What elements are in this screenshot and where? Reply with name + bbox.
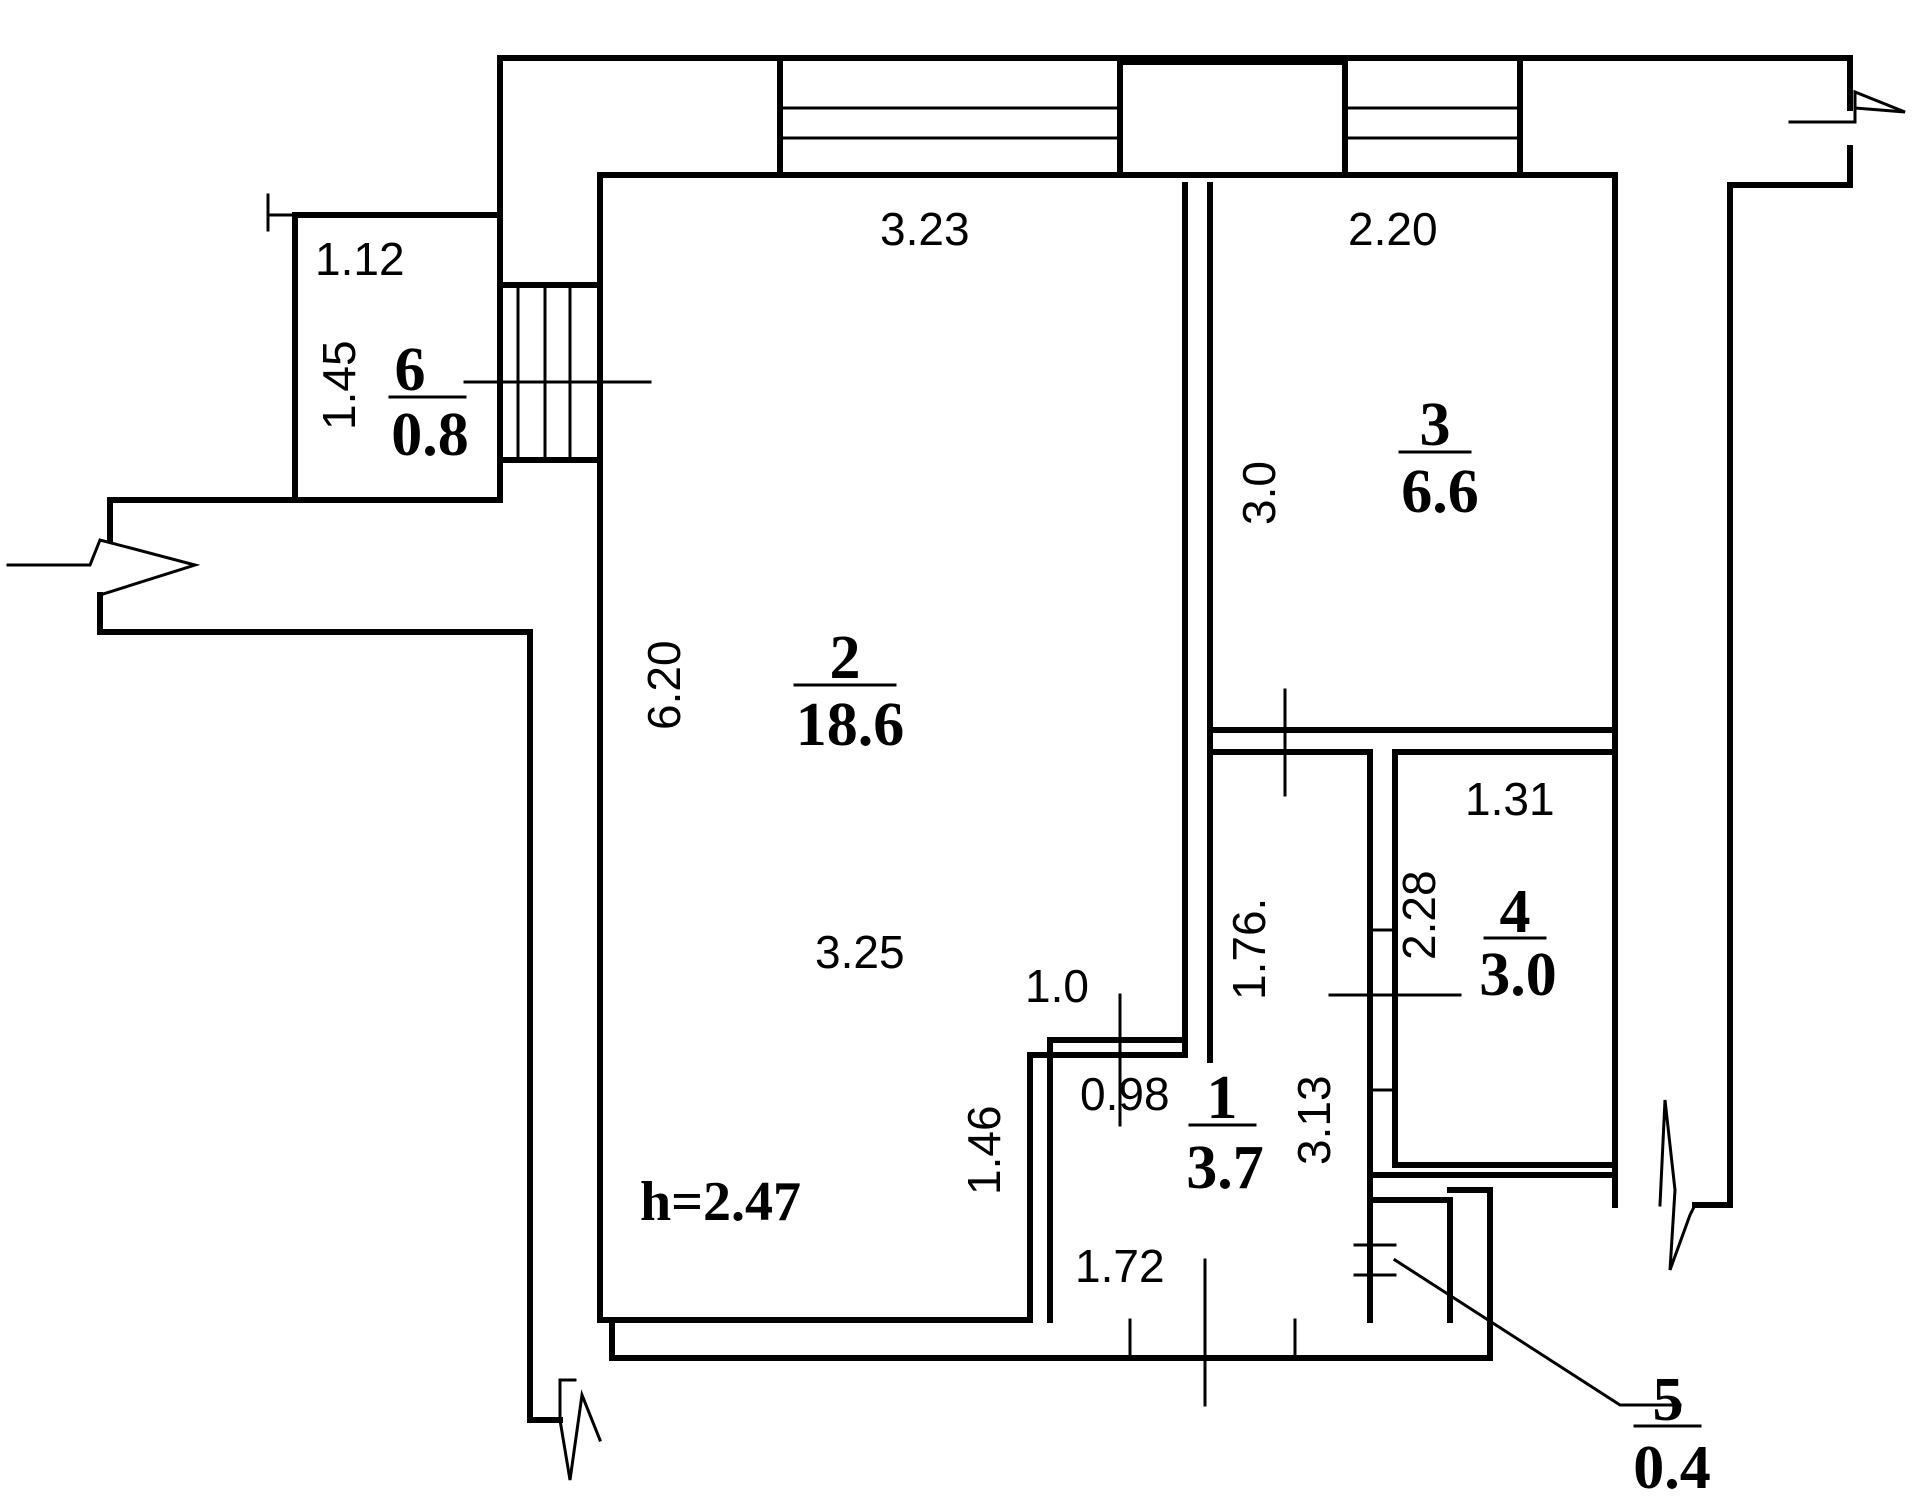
room-area: 6.6 bbox=[1401, 458, 1479, 526]
dim-balcony-left: 1.45 bbox=[313, 340, 365, 430]
room-label-3: 3 6.6 bbox=[1398, 391, 1479, 526]
room-area: 3.0 bbox=[1479, 941, 1557, 1009]
room-number: 4 bbox=[1500, 878, 1531, 946]
room-number: 5 bbox=[1653, 1366, 1684, 1434]
dim-room1-d: 3.13 bbox=[1288, 1075, 1340, 1165]
dim-room3-left: 3.0 bbox=[1233, 461, 1285, 525]
inner-wall-west bbox=[609, 1187, 1493, 1361]
balcony-door bbox=[497, 282, 603, 463]
balcony-tick bbox=[266, 193, 297, 232]
room5-leader bbox=[1392, 1257, 1682, 1407]
window-north-1 bbox=[777, 55, 1123, 178]
room5-door-marks bbox=[1353, 1243, 1397, 1277]
outer-wall-north bbox=[497, 55, 1853, 1208]
entry-door bbox=[1128, 1318, 1297, 1360]
room-number: 2 bbox=[830, 624, 861, 692]
dim-room1-e: 1.46 bbox=[958, 1105, 1010, 1195]
dim-room1-f: 1.72 bbox=[1075, 1240, 1165, 1292]
dim-room2-top: 3.23 bbox=[880, 203, 970, 255]
ceiling-height: h=2.47 bbox=[640, 1171, 801, 1233]
room-label-2: 2 18.6 bbox=[793, 624, 905, 759]
dim-room1-a: 1.0 bbox=[1025, 960, 1089, 1012]
break-symbol-right bbox=[1788, 89, 1906, 124]
dim-room3-top: 2.20 bbox=[1348, 203, 1438, 255]
break-symbol-bottom-right bbox=[1658, 1099, 1698, 1271]
partition-room3-room4 bbox=[1207, 727, 1618, 1178]
window-north-2 bbox=[1342, 55, 1523, 178]
dim-balcony-top: 1.12 bbox=[315, 233, 405, 285]
room-area: 0.8 bbox=[391, 401, 469, 469]
room-label-6: 6 0.8 bbox=[388, 336, 469, 469]
dim-room1-b: 0.98 bbox=[1080, 1068, 1170, 1120]
room-number: 3 bbox=[1420, 391, 1451, 459]
outer-wall-west bbox=[97, 172, 1033, 1423]
dim-room2-bottom: 3.25 bbox=[815, 926, 905, 978]
room-label-1: 1 3.7 bbox=[1186, 1064, 1264, 1202]
room-label-4: 4 3.0 bbox=[1479, 878, 1557, 1009]
room1-walls bbox=[1047, 1037, 1188, 1323]
dim-room2-left: 6.20 bbox=[638, 640, 690, 730]
room-area: 0.4 bbox=[1633, 1434, 1711, 1502]
break-symbol-bottom-left bbox=[558, 1378, 602, 1481]
room-label-5: 5 0.4 bbox=[1633, 1366, 1711, 1502]
dim-room4-left: 2.28 bbox=[1393, 870, 1445, 960]
dim-room4-top: 1.31 bbox=[1465, 773, 1555, 825]
dim-room1-c: 1.76. bbox=[1223, 898, 1275, 1000]
room5-walls bbox=[1367, 1172, 1453, 1323]
room-area: 3.7 bbox=[1186, 1134, 1264, 1202]
room-number: 6 bbox=[395, 336, 426, 404]
room-area: 18.6 bbox=[796, 691, 905, 759]
room-number: 1 bbox=[1207, 1064, 1238, 1132]
break-symbol-left bbox=[6, 538, 201, 597]
partition-room2-room3 bbox=[1027, 182, 1213, 1323]
north-wall-pier bbox=[1117, 59, 1348, 178]
outer-wall-north-inner bbox=[597, 172, 1618, 1208]
